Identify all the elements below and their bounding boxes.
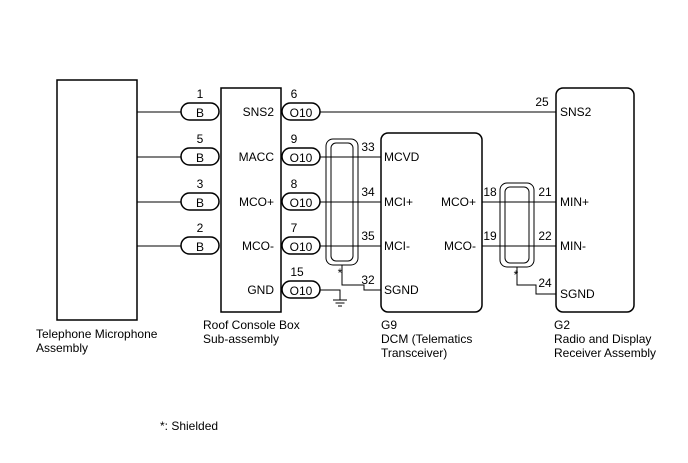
roof-pin-sns2: SNS2 — [243, 105, 275, 119]
roof-caption-line2: Sub-assembly — [203, 332, 280, 346]
pin-number: 18 — [483, 185, 497, 199]
mic-caption-line2: Assembly — [36, 341, 89, 355]
conn-o10-label: O10 — [290, 284, 313, 298]
dcm-pin-mci-plus: MCI+ — [384, 195, 413, 209]
dcm-pin-mci-minus: MCI- — [384, 239, 410, 253]
radio-caption-line2: Receiver Assembly — [554, 346, 657, 360]
pin-number: 7 — [291, 221, 298, 235]
mic-caption-line1: Telephone Microphone — [36, 327, 158, 341]
dcm-code: G9 — [381, 318, 398, 332]
pin-number: 34 — [361, 185, 375, 199]
pin-number: 8 — [291, 177, 298, 191]
pin-number: 22 — [538, 229, 552, 243]
telephone-microphone-box — [56, 79, 138, 321]
shield-mark-right: * — [514, 268, 519, 282]
dcm-pin-names: MCVD MCI+ MCI- SGND MCO+ MCO- — [384, 150, 476, 297]
radio-box — [555, 87, 635, 313]
pin-number: 2 — [197, 221, 204, 235]
pin-number: 3 — [197, 177, 204, 191]
radio-pin-names: SNS2 MIN+ MIN- SGND — [560, 105, 595, 301]
conn-b-label: B — [196, 196, 204, 210]
pin-number: 9 — [291, 132, 298, 146]
connector-o10-labels: O10 O10 O10 O10 O10 6 9 8 7 15 — [290, 87, 313, 298]
pin-number: 1 — [197, 87, 204, 101]
roof-pin-macc: MACC — [239, 150, 275, 164]
radio-pin-sns2: SNS2 — [560, 105, 592, 119]
roof-console-box — [220, 87, 282, 313]
dcm-pin-sgnd: SGND — [384, 283, 419, 297]
connector-b-labels: B B B B 1 5 3 2 — [196, 87, 204, 254]
dcm-pin-numbers: 33 34 35 32 18 19 — [361, 140, 497, 287]
pin-number: 5 — [197, 132, 204, 146]
roof-pin-mco-minus: MCO- — [242, 239, 274, 253]
roof-pin-names: SNS2 MACC MCO+ MCO- GND — [239, 105, 275, 297]
ground-symbol — [333, 299, 347, 307]
pin-number: 35 — [361, 229, 375, 243]
radio-code: G2 — [554, 318, 571, 332]
dcm-caption-line1: DCM (Telematics — [381, 332, 473, 346]
conn-b-label: B — [196, 240, 204, 254]
radio-pin-sgnd: SGND — [560, 287, 595, 301]
pin-number: 15 — [290, 265, 304, 279]
pin-number: 6 — [291, 87, 298, 101]
dcm-caption-line2: Transceiver) — [381, 346, 448, 360]
conn-o10-label: O10 — [290, 151, 313, 165]
pin-number: 24 — [538, 276, 552, 290]
radio-caption: G2 Radio and Display Receiver Assembly — [554, 318, 656, 360]
roof-pin-gnd: GND — [247, 283, 274, 297]
roof-caption-line1: Roof Console Box — [203, 318, 300, 332]
pin-number: 25 — [535, 95, 549, 109]
mic-wires — [137, 111, 181, 247]
footnote: *: Shielded — [160, 419, 219, 433]
conn-o10-label: O10 — [290, 196, 313, 210]
dcm-box — [380, 132, 483, 313]
dcm-radio-wires — [482, 182, 556, 295]
dcm-pin-mco-minus: MCO- — [444, 239, 476, 253]
radio-pin-numbers: 25 21 22 24 — [535, 95, 552, 290]
dcm-pin-mcvd: MCVD — [384, 150, 420, 164]
roof-wires — [320, 111, 556, 300]
dcm-caption: G9 DCM (Telematics Transceiver) — [381, 318, 472, 360]
conn-b-label: B — [196, 106, 204, 120]
conn-o10-label: O10 — [290, 240, 313, 254]
connector-b-group — [180, 102, 220, 255]
connector-o10-group — [281, 102, 321, 299]
pin-number: 19 — [483, 229, 497, 243]
roof-pin-mco-plus: MCO+ — [239, 195, 274, 209]
radio-pin-min-minus: MIN- — [560, 239, 586, 253]
roof-caption: Roof Console Box Sub-assembly — [203, 318, 300, 346]
pin-number: 21 — [538, 185, 552, 199]
radio-pin-min-plus: MIN+ — [560, 195, 589, 209]
mic-caption: Telephone Microphone Assembly — [36, 327, 157, 355]
conn-b-label: B — [196, 151, 204, 165]
shield-mark-left: * — [338, 266, 343, 280]
dcm-pin-mco-plus: MCO+ — [441, 195, 476, 209]
radio-caption-line1: Radio and Display — [554, 332, 652, 346]
conn-o10-label: O10 — [290, 106, 313, 120]
pin-number: 32 — [361, 273, 375, 287]
shield-left — [325, 138, 381, 291]
pin-number: 33 — [361, 140, 375, 154]
